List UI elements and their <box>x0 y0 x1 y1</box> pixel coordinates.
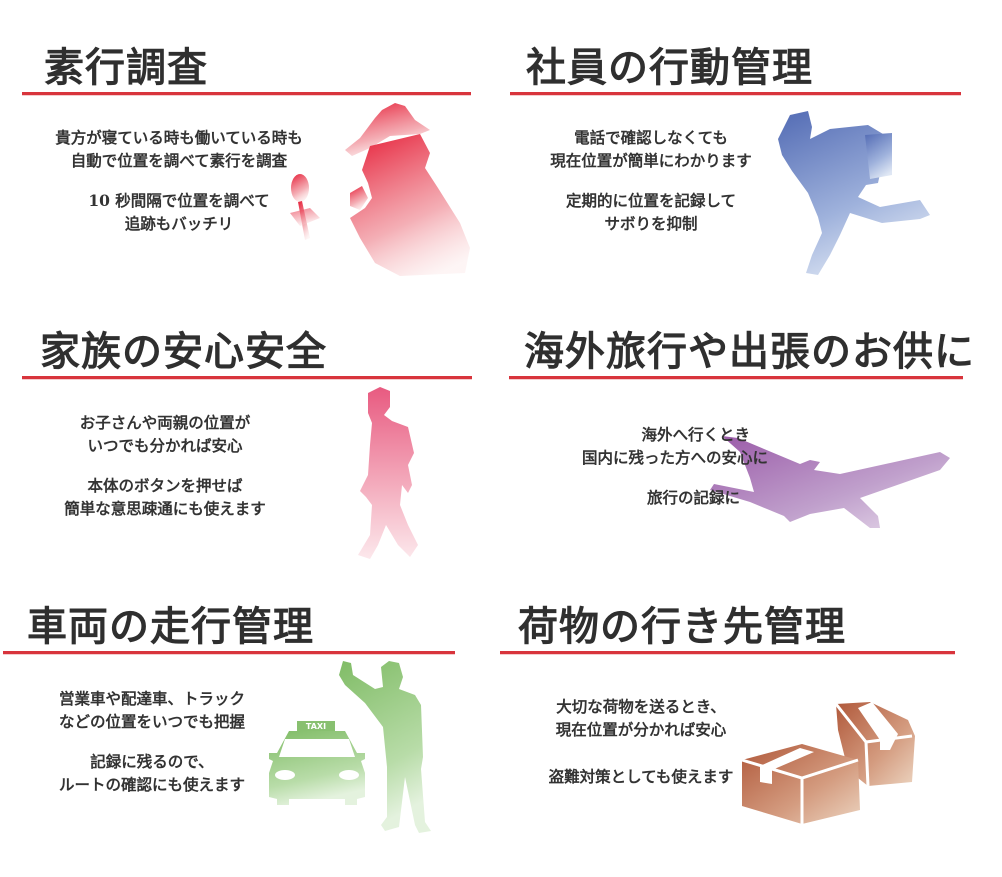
desc-line: いつでも分かれば安心 <box>87 436 243 455</box>
title-underline <box>510 92 961 95</box>
desc-line: 10 秒間隔で位置を調べて <box>88 191 270 210</box>
desc-line: 現在位置が簡単にわかります <box>550 151 752 170</box>
desc-line: 記録に残るので、 <box>90 752 214 771</box>
section-package-tracking: 荷物の行き先管理 大切な荷物を送るとき、 現在位置が分かれば安心 <box>490 585 1002 877</box>
section-description: 営業車や配達車、トラック などの位置をいつでも把握 記録に残るので、 ルートの確… <box>32 687 272 796</box>
section-title: 海外旅行や出張のお供に <box>524 328 975 375</box>
title-underline <box>22 376 472 379</box>
desc-line: 大切な荷物を送るとき、 <box>556 697 726 716</box>
airplane-icon <box>710 432 955 532</box>
running-businessman-icon <box>770 105 940 280</box>
detective-silhouette-icon <box>290 98 480 278</box>
desc-line: 本体のボタンを押せば <box>87 476 243 495</box>
section-description: 海外へ行くとき 国内に残った方への安心に 旅行の記録に <box>538 423 768 509</box>
desc-line: などの位置をいつでも把握 <box>58 712 245 731</box>
desc-line: 現在位置が分かれば安心 <box>555 720 727 739</box>
desc-line: 定期的に位置を記録して <box>565 191 737 210</box>
section-vehicle-management: 車両の走行管理 TAXI 営業車や配達車、トラック などの位置をいつでも把握 <box>0 585 490 877</box>
desc-line: サボりを抑制 <box>604 214 698 233</box>
desc-line: 自動で位置を調べて素行を調査 <box>70 151 288 170</box>
desc-line: 旅行の記録に <box>646 488 740 507</box>
section-conduct-investigation: 素行調査 貴方が寝ている時も働いている時も 自動で位置を調べて素行を調 <box>0 0 500 300</box>
desc-line: 営業車や配達車、トラック <box>58 689 245 708</box>
title-underline <box>22 92 471 95</box>
taxi-and-man-icon: TAXI <box>265 657 445 837</box>
section-employee-management: 社員の行動管理 電話で確認しなくても 現在位置が簡単にわかります 定期的に位置を… <box>500 0 1002 300</box>
taxi-sign-label: TAXI <box>306 722 326 731</box>
section-title: 荷物の行き先管理 <box>518 603 846 650</box>
section-title: 素行調査 <box>44 44 208 91</box>
desc-line: ルートの確認にも使えます <box>58 775 245 794</box>
desc-line: 海外へ行くとき <box>641 425 750 444</box>
cardboard-boxes-icon <box>740 700 940 825</box>
section-title: 家族の安心安全 <box>40 328 327 375</box>
section-travel-companion: 海外旅行や出張のお供に 海外へ行くとき 国内に残った方への安心に 旅行の記録に <box>500 300 1002 585</box>
desc-line: お子さんや両親の位置が <box>79 413 251 432</box>
desc-line: 貴方が寝ている時も働いている時も <box>55 128 303 147</box>
section-title: 社員の行動管理 <box>526 44 813 91</box>
desc-line: 追跡もバッチリ <box>124 214 234 233</box>
section-description: 貴方が寝ている時も働いている時も 自動で位置を調べて素行を調査 10 秒間隔で位… <box>28 126 330 235</box>
section-family-safety: 家族の安心安全 お子さんや両親の位置が いつでも分かれば安心 本体のボタンを押せ… <box>0 300 500 585</box>
desc-line: 簡単な意思疎通にも使えます <box>64 499 266 518</box>
desc-line: 電話で確認しなくても <box>574 128 728 147</box>
title-underline <box>3 651 455 654</box>
walking-child-icon <box>350 385 435 565</box>
desc-line: 国内に残った方への安心に <box>581 448 768 467</box>
title-underline <box>500 651 955 654</box>
section-description: お子さんや両親の位置が いつでも分かれば安心 本体のボタンを押せば 簡単な意思疎… <box>40 411 290 520</box>
section-description: 大切な荷物を送るとき、 現在位置が分かれば安心 盗難対策としても使えます <box>526 695 756 788</box>
section-description: 電話で確認しなくても 現在位置が簡単にわかります 定期的に位置を記録して サボり… <box>530 126 772 235</box>
title-underline <box>509 376 963 379</box>
desc-line: 盗難対策としても使えます <box>548 767 734 786</box>
section-title: 車両の走行管理 <box>27 603 314 650</box>
